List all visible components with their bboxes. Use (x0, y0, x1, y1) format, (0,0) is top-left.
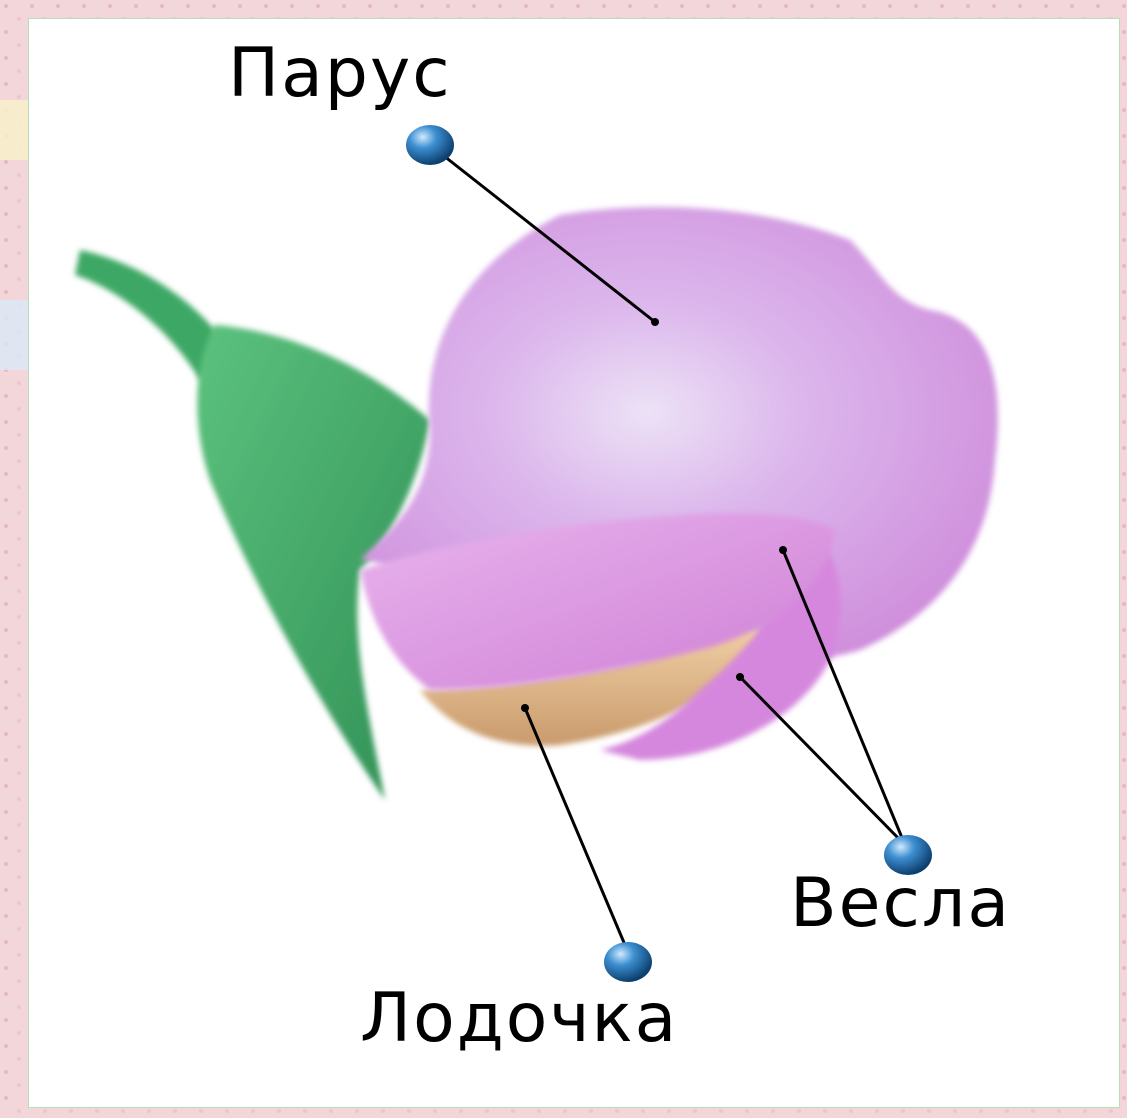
oars-label: Весла (790, 870, 1011, 938)
keel-leader-line (525, 708, 625, 945)
oars-target-dot-2 (736, 673, 744, 681)
keel-marker-icon (604, 942, 652, 982)
oars-target-dot-1 (779, 546, 787, 554)
sail-label: Парус (228, 40, 452, 108)
oars-leader-line-2 (740, 677, 905, 845)
keel-label: Лодочка (360, 985, 678, 1053)
sail-target-dot (651, 318, 659, 326)
keel-target-dot (521, 704, 529, 712)
sail-marker-icon (406, 125, 454, 165)
